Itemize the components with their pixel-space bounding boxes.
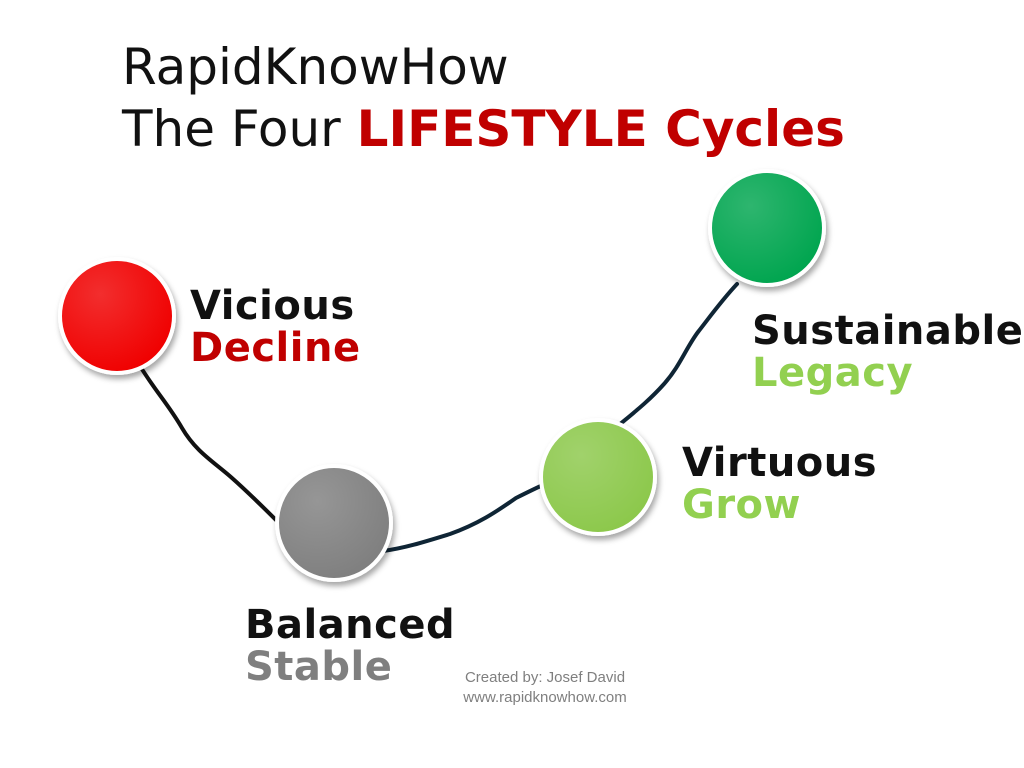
connector-vicious-balanced xyxy=(138,364,280,524)
connector-virtuous-sustainable xyxy=(611,282,739,432)
label-virtuous: Virtuous Grow xyxy=(682,442,877,526)
node-vicious xyxy=(58,257,176,375)
node-virtuous xyxy=(539,418,657,536)
node-balanced xyxy=(275,464,393,582)
title-prefix: The Four xyxy=(122,100,357,158)
label-vicious-secondary: Decline xyxy=(190,325,361,371)
node-vicious-shine xyxy=(62,261,172,371)
credits: Created by: Josef David www.rapidknowhow… xyxy=(440,668,650,708)
label-vicious: Vicious Decline xyxy=(190,285,361,369)
title-block: RapidKnowHow The Four LIFESTYLE Cycles xyxy=(122,36,845,160)
connector-balanced-virtuous xyxy=(381,483,545,553)
title-line-1: RapidKnowHow xyxy=(122,38,509,96)
node-balanced-shine xyxy=(279,468,389,578)
label-balanced: Balanced Stable xyxy=(245,604,455,688)
title-accent: LIFESTYLE Cycles xyxy=(356,100,845,158)
label-vicious-primary: Vicious xyxy=(190,283,355,329)
node-sustainable-shine xyxy=(712,173,822,283)
label-balanced-primary: Balanced xyxy=(245,602,456,648)
credits-author: Created by: Josef David xyxy=(464,669,626,686)
node-virtuous-shine xyxy=(543,422,653,532)
credits-website: www.rapidknowhow.com xyxy=(463,689,627,706)
title-line-2: The Four LIFESTYLE Cycles xyxy=(122,98,845,160)
label-sustainable-secondary: Legacy xyxy=(752,350,914,396)
label-virtuous-primary: Virtuous xyxy=(682,440,878,486)
label-sustainable: Sustainable Legacy xyxy=(752,310,1023,394)
label-sustainable-primary: Sustainable xyxy=(752,308,1024,354)
label-virtuous-secondary: Grow xyxy=(682,482,801,528)
node-sustainable xyxy=(708,169,826,287)
label-balanced-secondary: Stable xyxy=(245,644,393,690)
